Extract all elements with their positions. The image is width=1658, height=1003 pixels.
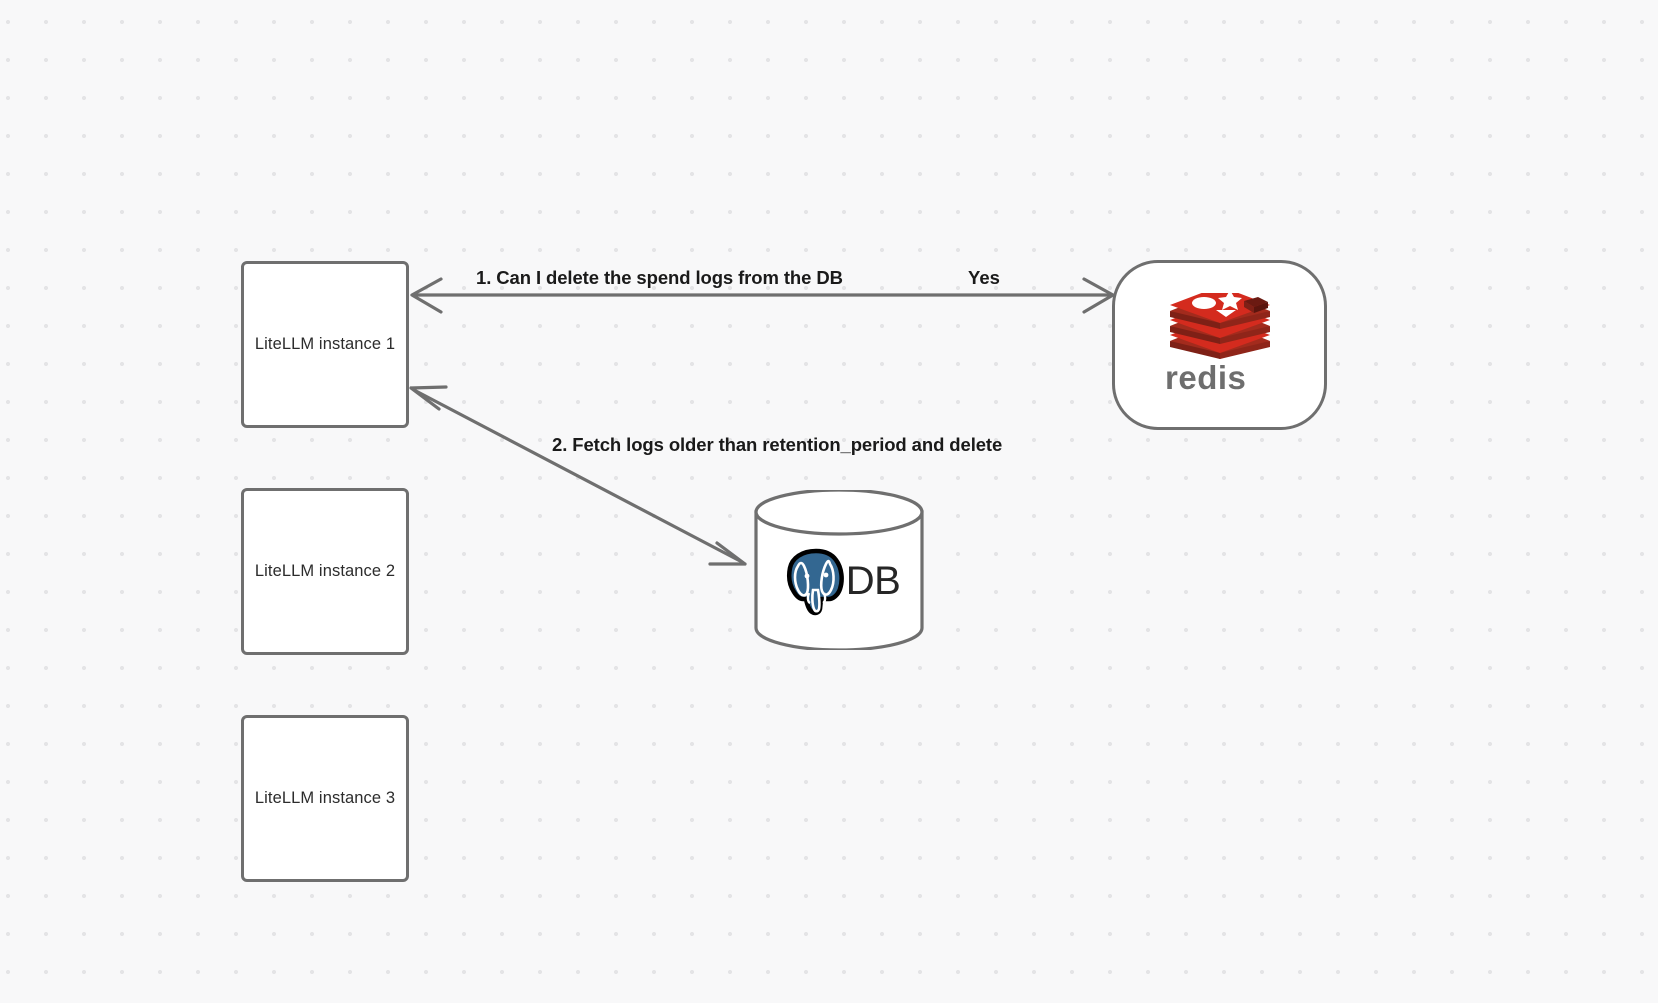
node-litellm-instance-3[interactable]: LiteLLM instance 3 — [241, 715, 409, 882]
elephant-right-tusk — [821, 592, 826, 605]
elephant-left-ear — [793, 561, 809, 597]
edge-label-1: 1. Can I delete the spend logs from the … — [476, 267, 843, 288]
node-label-litellm-3: LiteLLM instance 3 — [254, 789, 396, 807]
edge-litellm1-db — [409, 385, 747, 566]
node-redis[interactable]: redis — [1112, 260, 1327, 430]
elephant-left-eye — [804, 573, 810, 579]
elephant-trunk — [810, 588, 821, 613]
node-label-litellm-2: LiteLLM instance 2 — [254, 562, 396, 580]
elephant-right-ear — [819, 559, 835, 596]
arrowhead-right-1 — [1082, 277, 1115, 314]
arrowhead-left-1 — [410, 277, 443, 314]
arrowhead-downright-2 — [708, 541, 747, 566]
edge-label-2: 2. Fetch logs older than retention_perio… — [552, 434, 1003, 455]
node-litellm-instance-1[interactable]: LiteLLM instance 1 — [241, 261, 409, 428]
svg-text:redis: redis — [1165, 359, 1246, 396]
elephant-right-eye — [823, 572, 829, 578]
db-label: DB — [845, 558, 901, 603]
arrowhead-upleft-2 — [409, 385, 448, 411]
postgresql-elephant-icon — [786, 548, 844, 616]
edge-line-2 — [413, 388, 743, 564]
edge-label-1-reply: Yes — [968, 267, 1000, 288]
node-database[interactable]: DB — [753, 490, 925, 650]
node-label-litellm-1: LiteLLM instance 1 — [254, 335, 396, 353]
redis-wordmark-icon: redis — [1165, 359, 1246, 396]
node-litellm-instance-2[interactable]: LiteLLM instance 2 — [241, 488, 409, 655]
redis-stack-icon — [1169, 293, 1270, 359]
redis-logo: redis — [1165, 293, 1275, 399]
elephant-left-tusk — [806, 592, 811, 605]
